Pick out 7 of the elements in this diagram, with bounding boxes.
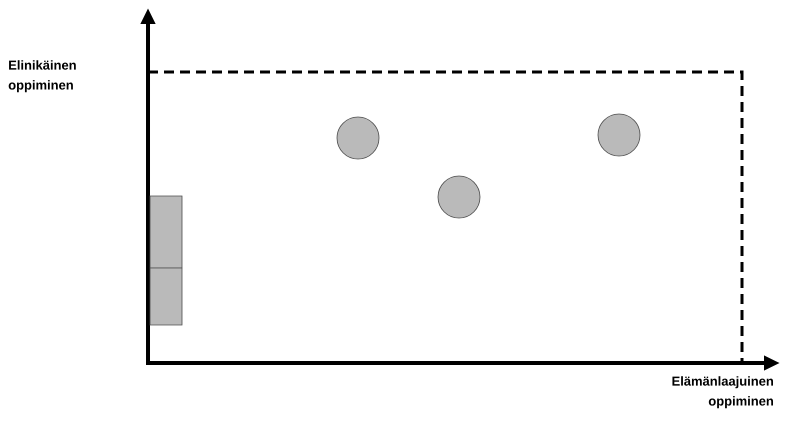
axis-label: Elinikäinen oppiminen (8, 60, 76, 92)
axis-label: Elämänlaajuinen oppiminen (672, 376, 773, 408)
stacked-box (150, 268, 182, 326)
circle-marker (438, 176, 480, 218)
circle-marker (598, 114, 640, 156)
stacked-box (150, 196, 182, 268)
circle-marker (336, 116, 380, 160)
